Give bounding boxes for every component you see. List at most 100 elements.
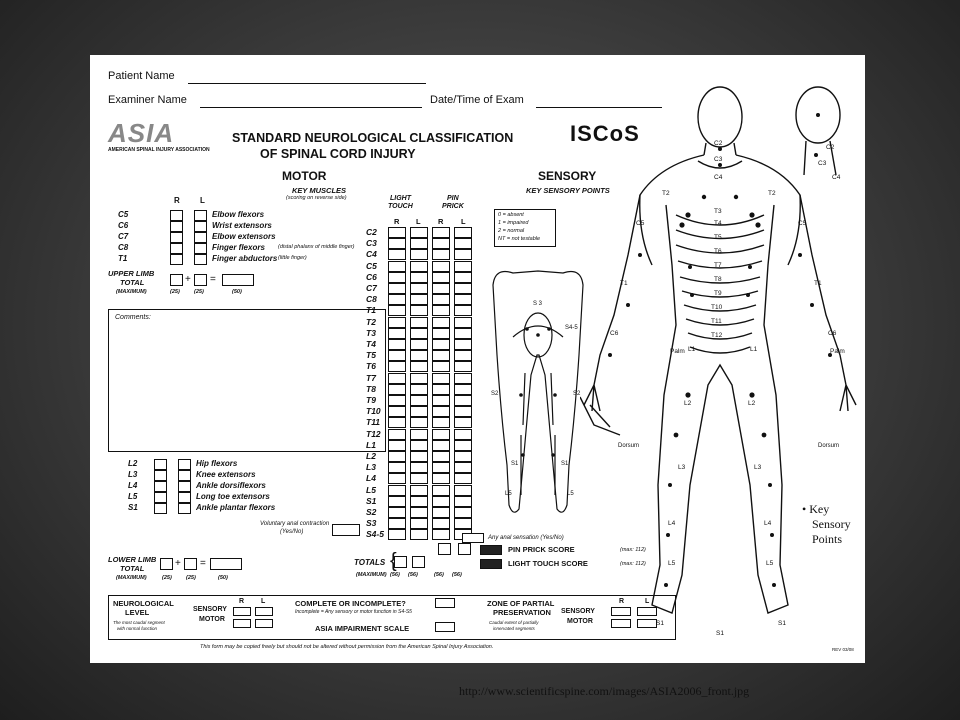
sensory-cell-l4-0[interactable] (388, 473, 406, 485)
sensory-cell-s4-5-2[interactable] (432, 529, 450, 541)
sensory-cell-t9-3[interactable] (454, 395, 472, 406)
sensory-cell-s2-2[interactable] (432, 507, 450, 518)
sensory-cell-t7-3[interactable] (454, 372, 472, 384)
sensory-cell-c2-3[interactable] (454, 227, 472, 238)
sensory-cell-c5-1[interactable] (410, 260, 428, 272)
sensory-cell-s1-3[interactable] (454, 495, 472, 507)
motor-c5-r-box[interactable] (170, 210, 183, 221)
sensory-cell-c4-2[interactable] (432, 249, 450, 261)
sensory-cell-t2-1[interactable] (410, 316, 428, 328)
motor-c6-r-box[interactable] (170, 221, 183, 232)
sensory-cell-t3-2[interactable] (432, 327, 450, 339)
sensory-cell-s4-5-0[interactable] (388, 529, 406, 541)
sensory-cell-c7-2[interactable] (432, 283, 450, 294)
lt-total-r-box[interactable] (394, 556, 407, 568)
sensory-cell-c4-3[interactable] (454, 249, 472, 261)
zpp-sensory-l-box[interactable] (637, 607, 657, 616)
sensory-cell-t3-0[interactable] (388, 327, 406, 339)
sensory-cell-s2-1[interactable] (410, 507, 428, 518)
sensory-cell-t4-3[interactable] (454, 339, 472, 350)
motor-l3-r-box[interactable] (154, 470, 167, 481)
light-touch-score-box[interactable] (480, 559, 502, 569)
sensory-cell-t11-2[interactable] (432, 417, 450, 429)
zpp-sensory-r-box[interactable] (611, 607, 631, 616)
sensory-cell-c4-0[interactable] (388, 249, 406, 261)
sensory-cell-t1-2[interactable] (432, 305, 450, 317)
zpp-motor-l-box[interactable] (637, 619, 657, 628)
sensory-cell-c6-0[interactable] (388, 271, 406, 283)
sensory-cell-l3-2[interactable] (432, 462, 450, 474)
sensory-cell-t7-1[interactable] (410, 372, 428, 384)
sensory-cell-c8-0[interactable] (388, 294, 406, 306)
sensory-cell-s2-0[interactable] (388, 507, 406, 518)
sensory-cell-t8-3[interactable] (454, 383, 472, 395)
sensory-cell-s3-3[interactable] (454, 518, 472, 530)
neuro-motor-r-box[interactable] (233, 619, 251, 628)
sensory-cell-t6-0[interactable] (388, 361, 406, 373)
sensory-cell-t10-0[interactable] (388, 406, 406, 418)
neuro-sensory-l-box[interactable] (255, 607, 273, 616)
sensory-cell-c5-2[interactable] (432, 260, 450, 272)
upper-total-l-box[interactable] (194, 274, 207, 286)
sensory-cell-c3-0[interactable] (388, 238, 406, 250)
sensory-cell-s1-1[interactable] (410, 495, 428, 507)
sensory-cell-t9-0[interactable] (388, 395, 406, 406)
sensory-cell-c7-3[interactable] (454, 283, 472, 294)
sensory-cell-t2-3[interactable] (454, 316, 472, 328)
pin-prick-score-box[interactable] (480, 545, 502, 555)
sensory-cell-s3-1[interactable] (410, 518, 428, 530)
sensory-cell-c8-2[interactable] (432, 294, 450, 306)
motor-c6-l-box[interactable] (194, 221, 207, 232)
sensory-cell-t10-3[interactable] (454, 406, 472, 418)
comments-box[interactable]: Comments: (108, 309, 386, 452)
sensory-cell-t10-2[interactable] (432, 406, 450, 418)
sensory-cell-c6-1[interactable] (410, 271, 428, 283)
sensory-cell-s3-2[interactable] (432, 518, 450, 530)
motor-l5-l-box[interactable] (178, 492, 191, 503)
pp-total-r-box[interactable] (438, 543, 451, 555)
sensory-cell-c2-2[interactable] (432, 227, 450, 238)
sensory-cell-c3-1[interactable] (410, 238, 428, 250)
motor-c8-r-box[interactable] (170, 243, 183, 254)
sensory-cell-c2-0[interactable] (388, 227, 406, 238)
sensory-cell-t11-3[interactable] (454, 417, 472, 429)
sensory-cell-t3-1[interactable] (410, 327, 428, 339)
sensory-cell-s2-3[interactable] (454, 507, 472, 518)
sensory-cell-t7-0[interactable] (388, 372, 406, 384)
motor-c7-l-box[interactable] (194, 232, 207, 243)
motor-l4-l-box[interactable] (178, 481, 191, 492)
sensory-cell-c5-0[interactable] (388, 260, 406, 272)
motor-c5-l-box[interactable] (194, 210, 207, 221)
sensory-cell-t12-1[interactable] (410, 428, 428, 440)
sensory-cell-t4-2[interactable] (432, 339, 450, 350)
sensory-cell-c2-1[interactable] (410, 227, 428, 238)
sensory-cell-t11-0[interactable] (388, 417, 406, 429)
sensory-cell-t5-0[interactable] (388, 350, 406, 362)
motor-t1-l-box[interactable] (194, 254, 207, 265)
sensory-cell-l1-2[interactable] (432, 439, 450, 451)
sensory-cell-l1-3[interactable] (454, 439, 472, 451)
sensory-cell-t5-1[interactable] (410, 350, 428, 362)
sensory-cell-t6-3[interactable] (454, 361, 472, 373)
sensory-cell-t2-2[interactable] (432, 316, 450, 328)
sensory-cell-t3-3[interactable] (454, 327, 472, 339)
sensory-cell-c3-3[interactable] (454, 238, 472, 250)
sensory-cell-s3-0[interactable] (388, 518, 406, 530)
sensory-cell-c3-2[interactable] (432, 238, 450, 250)
sensory-cell-l3-1[interactable] (410, 462, 428, 474)
sensory-cell-c8-3[interactable] (454, 294, 472, 306)
zpp-motor-r-box[interactable] (611, 619, 631, 628)
sensory-cell-l1-0[interactable] (388, 439, 406, 451)
motor-l2-r-box[interactable] (154, 459, 167, 470)
sensory-cell-t10-1[interactable] (410, 406, 428, 418)
motor-l3-l-box[interactable] (178, 470, 191, 481)
motor-c7-r-box[interactable] (170, 232, 183, 243)
motor-l2-l-box[interactable] (178, 459, 191, 470)
sensory-cell-s4-5-1[interactable] (410, 529, 428, 541)
sensory-cell-t2-0[interactable] (388, 316, 406, 328)
sensory-cell-t6-2[interactable] (432, 361, 450, 373)
sensory-cell-t12-3[interactable] (454, 428, 472, 440)
sensory-cell-c7-1[interactable] (410, 283, 428, 294)
sensory-cell-l2-0[interactable] (388, 451, 406, 462)
sensory-cell-t7-2[interactable] (432, 372, 450, 384)
